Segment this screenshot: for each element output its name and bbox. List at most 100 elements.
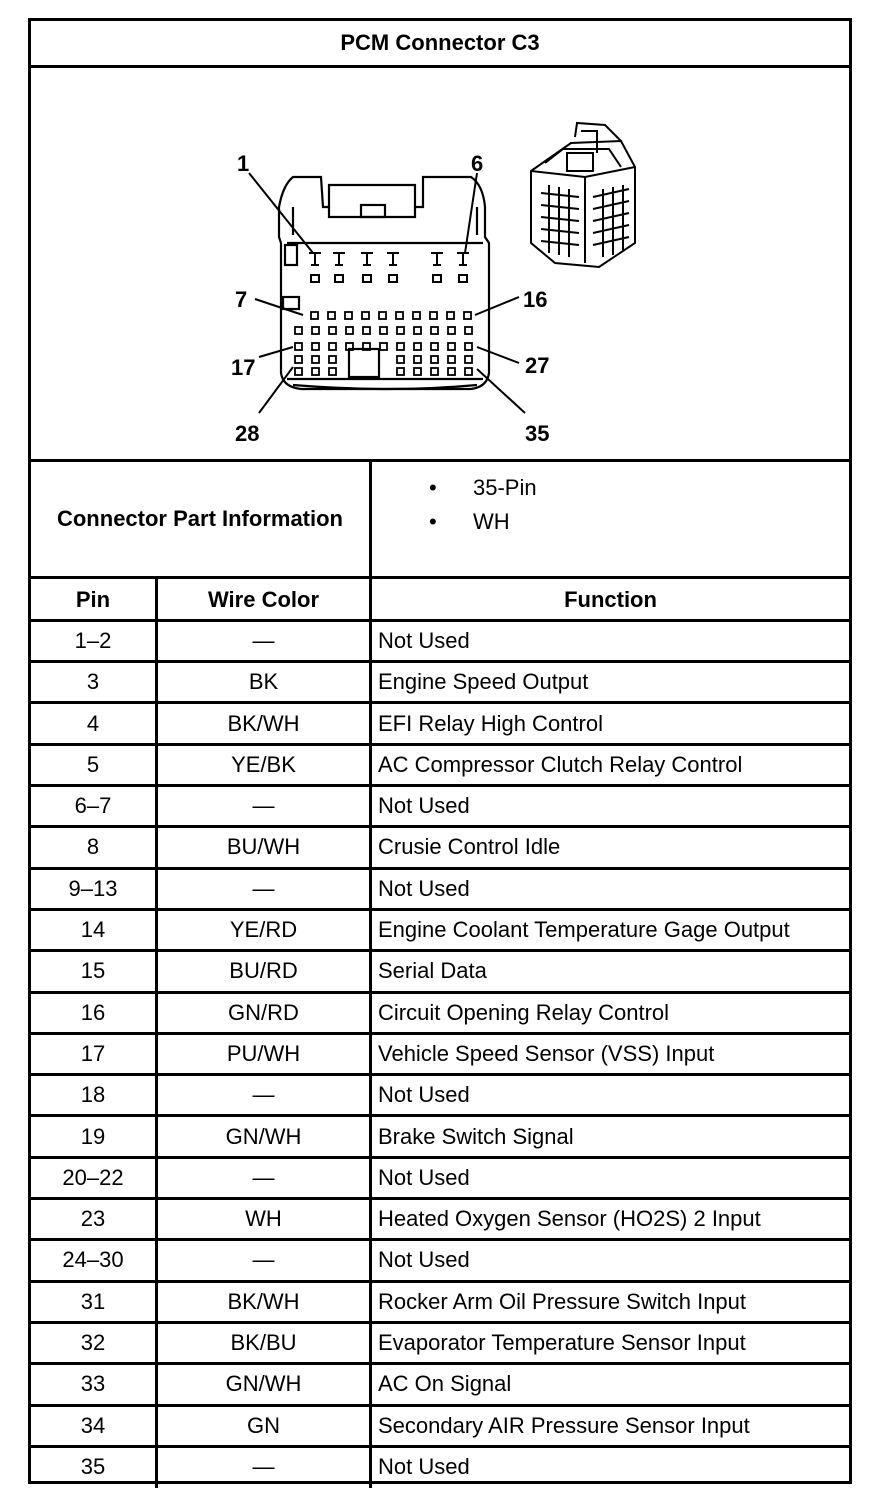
pin-cavity [412,311,421,320]
divider [31,742,849,746]
pin-cavity [464,367,473,376]
cell-pin: 9–13 [68,875,118,901]
pin-cavity [310,311,319,320]
cell-wire-color: BK/WH [227,710,300,736]
cell-function: Crusie Control Idle [378,834,561,860]
pin-cavity [327,311,336,320]
cell-function: AC On Signal [378,1371,512,1397]
divider [31,65,849,68]
cell-wire-color: YE/BK [231,751,296,777]
pin-cavity [294,326,303,335]
cell-wire-color: GN/WH [225,1371,302,1397]
callout-6: 6 [471,151,483,176]
part-info-item: WH [473,509,510,534]
cell-function: Engine Coolant Temperature Gage Output [378,917,790,943]
divider [31,1279,849,1283]
connector-iso-drawing [530,121,636,269]
cell-wire-color: GN [247,1412,280,1438]
pin-cavity [413,326,422,335]
cell-pin: 18 [80,1082,106,1108]
pin-cavity [430,326,439,335]
pin-cavity [430,342,439,351]
cell-wire-color: BK [248,669,279,695]
divider [31,866,849,870]
divider [31,459,849,462]
part-info-item: 35-Pin [473,475,537,500]
divider [31,660,849,664]
cell-pin: 33 [80,1371,106,1397]
terminal-row-top [309,252,469,283]
pin-cavity [294,342,303,351]
cell-function: Serial Data [378,958,487,984]
pin-cavity [413,355,422,364]
pin-cavity [464,326,473,335]
cell-pin: 5 [86,751,100,777]
cell-wire-color: — [252,1247,275,1273]
cell-wire-color: BU/RD [229,958,298,984]
divider [155,579,158,1488]
cell-pin: 16 [80,999,106,1025]
divider [31,1114,849,1118]
cell-function: Not Used [378,1247,470,1273]
divider [31,1238,849,1242]
cell-wire-color: BU/WH [226,834,301,860]
pin-cavity [430,367,439,376]
divider [31,784,849,787]
cell-wire-color: YE/RD [229,917,298,943]
cell-pin: 19 [80,1123,106,1149]
cell-wire-color: WH [245,1206,282,1232]
pin-cavity [328,367,337,376]
pin-cavity [395,311,404,320]
cell-wire-color: — [252,1453,275,1479]
cell-pin: 1–2 [74,627,112,653]
cell-pin: 17 [80,1040,106,1066]
part-info-label: Connector Part Information [56,506,343,531]
divider [31,949,849,953]
pin-cavity [447,367,456,376]
callout-16: 16 [523,287,547,312]
pin-cavity [464,342,473,351]
pin-cavity [378,311,387,320]
column-header-wire-color: Wire Color [207,586,320,612]
pin-cavity [396,326,405,335]
callout-35: 35 [525,421,549,446]
callout-leaders [248,172,526,414]
cell-function: Not Used [378,1082,470,1108]
divider [31,618,849,622]
cell-pin: 20–22 [62,1164,124,1190]
cell-pin: 24–30 [62,1247,124,1273]
pin-cavity [294,355,303,364]
cell-wire-color: — [252,1164,275,1190]
pin-cavity [447,342,456,351]
cell-wire-color: — [252,793,275,819]
pin-cavity [311,367,320,376]
list-item: •WH [429,509,510,534]
cell-function: Rocker Arm Oil Pressure Switch Input [378,1288,747,1314]
divider [31,576,849,579]
cell-pin: 4 [86,710,100,736]
cell-pin: 31 [80,1288,106,1314]
cell-pin: 3 [86,669,100,695]
divider [31,701,849,705]
pin-cavity [345,342,354,351]
cell-pin: 35 [80,1453,106,1479]
callout-17: 17 [231,355,255,380]
cell-function: Evaporator Temperature Sensor Input [378,1330,746,1356]
pin-cavity [463,311,472,320]
divider [31,825,849,829]
callout-1: 1 [237,151,249,176]
divider [31,990,849,994]
list-item: •35-Pin [429,475,537,500]
cell-wire-color: — [252,627,275,653]
cell-pin: 8 [86,834,100,860]
connector-sheet: PCM Connector C3 [28,18,852,1488]
cell-function: Not Used [378,1164,470,1190]
pin-grid [294,311,473,376]
cell-function: Engine Speed Output [378,669,589,695]
pin-cavity [464,355,473,364]
pin-cavity [328,355,337,364]
cell-wire-color: BK/WH [227,1288,300,1314]
pin-cavity [396,355,405,364]
callout-28: 28 [235,421,259,446]
cell-wire-color: BK/BU [230,1330,297,1356]
